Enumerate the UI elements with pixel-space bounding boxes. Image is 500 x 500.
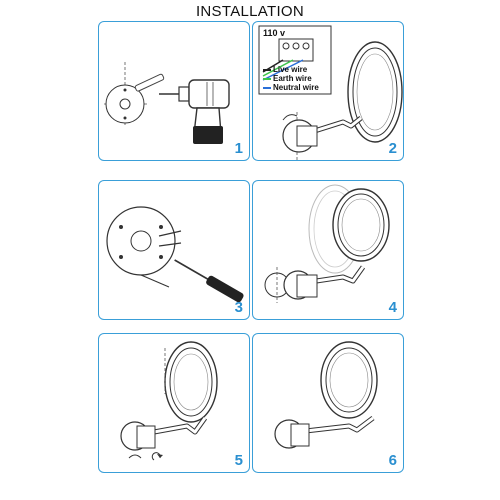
step-panel-6: 6 <box>252 333 404 473</box>
swing-arm <box>304 116 363 137</box>
rotate-arrow-icon <box>128 454 142 459</box>
screw <box>158 230 182 237</box>
screw <box>158 242 182 247</box>
step-number: 1 <box>234 140 243 157</box>
screw-hole <box>159 225 163 229</box>
screw-hole <box>119 255 123 259</box>
screw-hole <box>159 255 163 259</box>
mirror <box>164 341 218 423</box>
step-4-illustration <box>264 184 390 303</box>
screw-hole-bottom <box>123 116 127 120</box>
live-wire-label: Live wire <box>273 65 308 74</box>
plate-center-hole <box>119 98 131 110</box>
page-title: INSTALLATION <box>195 3 305 20</box>
step-number: 2 <box>388 140 397 157</box>
screw-hole <box>119 225 123 229</box>
step-3-illustration <box>106 206 244 303</box>
neutral-wire-label: Neutral wire <box>273 83 319 92</box>
swing-arm <box>142 416 208 437</box>
step-6-illustration <box>274 341 378 449</box>
step-2-illustration: 110 v Live wire Earth wire Neutral wire <box>258 25 403 160</box>
screw <box>140 274 170 288</box>
screwdriver-icon <box>174 259 244 303</box>
mirror <box>347 41 403 143</box>
step-number: 6 <box>388 452 397 469</box>
mirror <box>332 188 390 262</box>
step-number: 3 <box>234 299 243 316</box>
plate-center-hole <box>130 230 152 252</box>
step-number: 4 <box>388 299 397 316</box>
step-panel-2: 110 v Live wire Earth wire Neutral wire <box>252 21 404 161</box>
screw-hole-top <box>123 88 127 92</box>
step-panel-5: 5 <box>98 333 250 473</box>
step-number: 5 <box>234 452 243 469</box>
mirror <box>320 341 378 419</box>
step-1-illustration <box>104 62 230 144</box>
step-panel-3: 3 <box>98 180 250 320</box>
terminal-block <box>278 38 314 62</box>
drill-icon <box>159 79 230 144</box>
step-5-illustration <box>120 341 218 461</box>
voltage-label: 110 v <box>263 28 285 38</box>
swing-arm <box>302 265 366 286</box>
step-panel-1: 1 <box>98 21 250 161</box>
drill-battery <box>193 126 223 144</box>
step-panel-4: 4 <box>252 180 404 320</box>
swing-arm <box>296 416 375 435</box>
wall-anchor <box>134 73 165 92</box>
earth-wire-label: Earth wire <box>273 74 312 83</box>
